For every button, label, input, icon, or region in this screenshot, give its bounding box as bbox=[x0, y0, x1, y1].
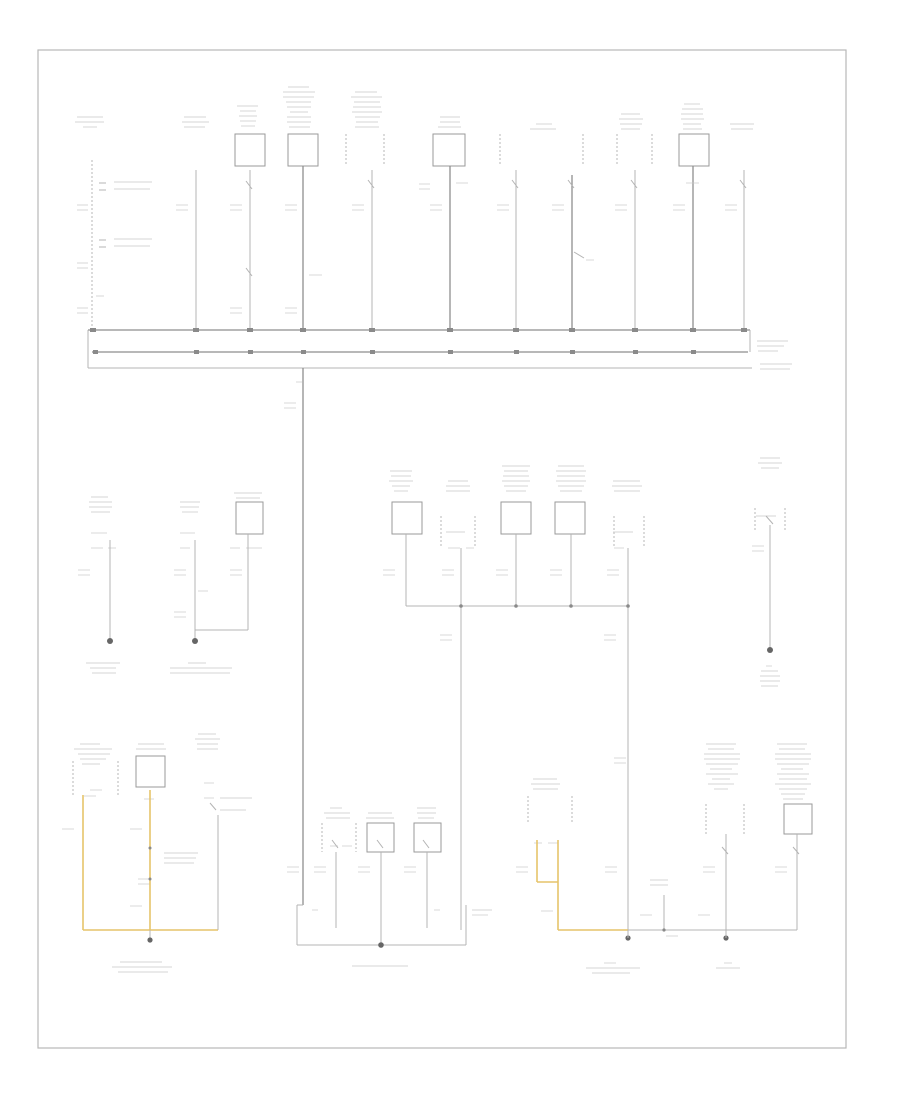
top-wire-codes bbox=[176, 182, 737, 314]
top-component-labels bbox=[75, 86, 754, 130]
bottom-left-group bbox=[62, 733, 252, 973]
main-trunk bbox=[284, 368, 304, 905]
top-component-boxes bbox=[234, 133, 710, 167]
top-vertical-wires bbox=[195, 166, 747, 330]
junction-bus bbox=[87, 328, 792, 370]
bottom-center-group bbox=[287, 807, 492, 967]
middle-left-group bbox=[78, 492, 264, 674]
bottom-right-group bbox=[516, 743, 813, 974]
diagram-frame bbox=[37, 49, 847, 1049]
left-switch-column bbox=[77, 160, 152, 330]
middle-right-group bbox=[383, 457, 786, 930]
